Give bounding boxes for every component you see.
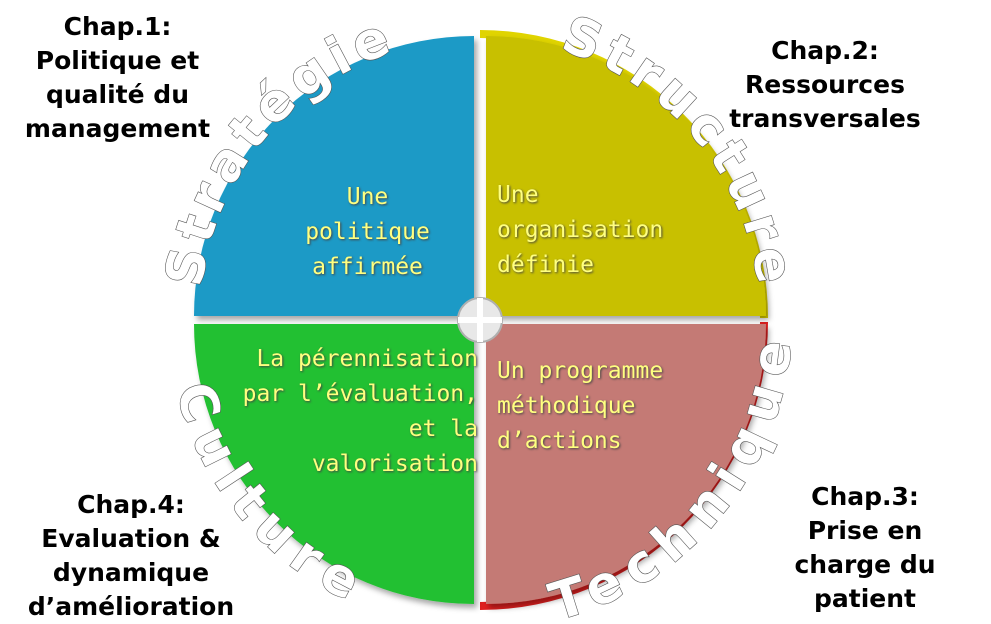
desc-line: organisation: [497, 217, 664, 243]
desc-line: méthodique: [497, 393, 636, 419]
chapter-1-line: Chap.1:: [63, 12, 172, 41]
chapter-3-line: Chap.3:: [811, 482, 919, 511]
desc-line: affirmée: [312, 254, 423, 280]
desc-line: d’actions: [497, 428, 622, 454]
chapter-1-line: management: [24, 114, 211, 143]
desc-line: et la: [408, 416, 478, 442]
desc-technique: Un programme méthodique d’actions: [497, 354, 727, 459]
chapter-4-label: Chap.4: Evaluation & dynamique d’amélior…: [0, 488, 262, 624]
desc-line: Une: [497, 182, 539, 208]
quadrant-culture: [194, 324, 474, 604]
chapter-1-label: Chap.1: Politique et qualité du manageme…: [0, 10, 235, 146]
quadrant-structure: [486, 36, 766, 316]
chapter-1-line: qualité du: [45, 80, 189, 109]
desc-structure: Une organisation définie: [497, 178, 697, 283]
desc-line: Un programme: [497, 358, 664, 384]
desc-line: Une: [346, 184, 389, 210]
desc-line: La pérennisation: [256, 346, 478, 372]
chapter-2-label: Chap.2: Ressources transversales: [700, 34, 950, 136]
desc-line: valorisation: [311, 451, 478, 477]
desc-line: définie: [497, 252, 594, 278]
chapter-3-label: Chap.3: Prise en charge du patient: [765, 480, 965, 616]
chapter-2-line: Chap.2:: [771, 36, 879, 65]
chapter-4-line: d’amélioration: [27, 592, 235, 621]
chapter-3-line: patient: [814, 584, 916, 613]
chapter-4-line: dynamique: [52, 558, 210, 587]
quadrant-strategie: [194, 36, 474, 316]
chapter-3-line: charge du: [794, 550, 936, 579]
chapter-4-line: Chap.4:: [77, 490, 185, 519]
desc-culture: La pérennisation par l’évaluation, et la…: [240, 342, 478, 482]
quadrant-technique: [486, 324, 766, 604]
chapter-2-line: transversales: [729, 104, 921, 133]
chapter-1-line: Politique et: [35, 46, 200, 75]
chapter-3-line: Prise en: [807, 516, 923, 545]
chapter-2-line: Ressources: [745, 70, 905, 99]
chapter-4-line: Evaluation &: [41, 524, 221, 553]
desc-line: par l’évaluation,: [242, 381, 478, 407]
desc-line: politique: [305, 219, 430, 245]
desc-strategie: Une politique affirmée: [290, 180, 445, 285]
